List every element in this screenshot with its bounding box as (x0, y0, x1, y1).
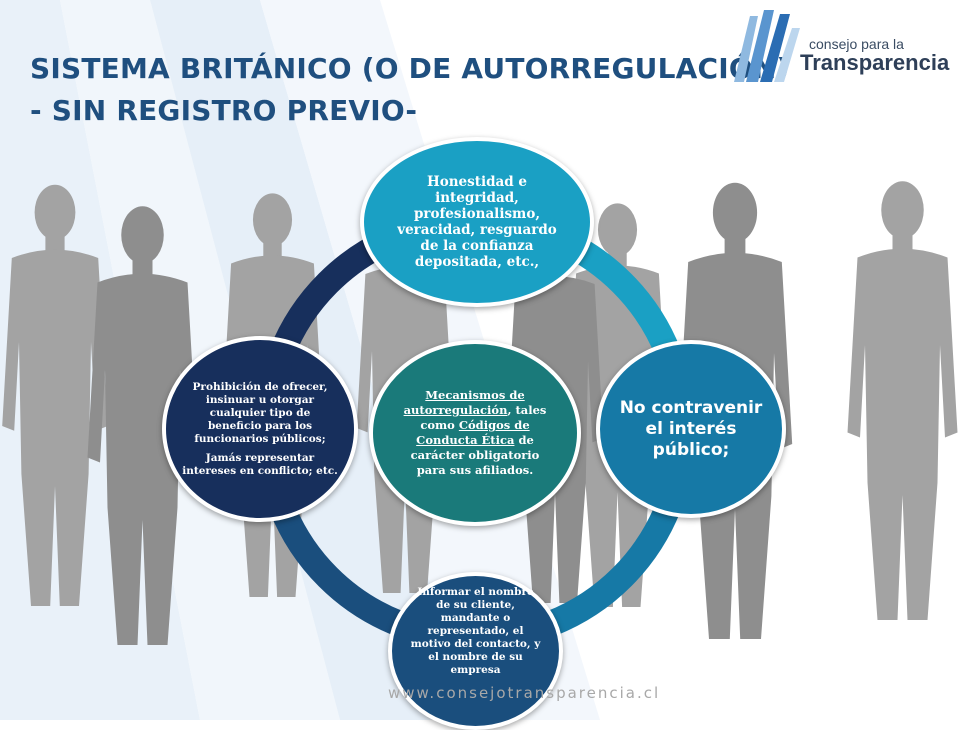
slide-title: SISTEMA BRITÁNICO (O DE AUTORREGULACIÓN)… (30, 48, 790, 132)
node-center-text: Mecanismos de autorregulación, tales com… (397, 388, 553, 478)
node-interes-publico-text: No contravenir el interés público; (619, 397, 763, 460)
node-prohibicion: Prohibición de ofrecer, insinuar u otorg… (162, 336, 358, 522)
logo-swoosh-icon (734, 10, 800, 82)
center-underline-2: Códigos de Conducta Ética (416, 418, 530, 447)
logo-text-small: consejo para la (809, 36, 904, 52)
logo-text-main: Transparencia (800, 50, 950, 75)
node-honestidad: Honestidad e integridad, profesionalismo… (360, 137, 594, 307)
node-mecanismos-autorregulacion: Mecanismos de autorregulación, tales com… (369, 340, 581, 526)
center-text-2: de carácter obligatorio para sus afiliad… (410, 433, 540, 477)
node-interes-publico: No contravenir el interés público; (596, 340, 786, 518)
consejo-transparencia-logo: consejo para la Transparencia (730, 10, 950, 90)
node-prohibicion-text-1: Prohibición de ofrecer, insinuar u otorg… (192, 380, 328, 445)
center-underline-1: Mecanismos de autorregulación (403, 388, 525, 417)
node-prohibicion-text-2: Jamás representar intereses en conflicto… (182, 451, 338, 477)
node-informar-cliente-text: Informar el nombre de su cliente, mandan… (410, 586, 541, 676)
title-line-1: SISTEMA BRITÁNICO (O DE AUTORREGULACIÓN) (30, 52, 790, 85)
center-text-1: , tales como (420, 403, 547, 432)
node-informar-cliente: Informar el nombre de su cliente, mandan… (388, 572, 563, 730)
node-honestidad-text: Honestidad e integridad, profesionalismo… (397, 174, 557, 270)
website-watermark: www.consejotransparencia.cl (388, 684, 661, 702)
title-line-2: - SIN REGISTRO PREVIO- (30, 94, 418, 127)
